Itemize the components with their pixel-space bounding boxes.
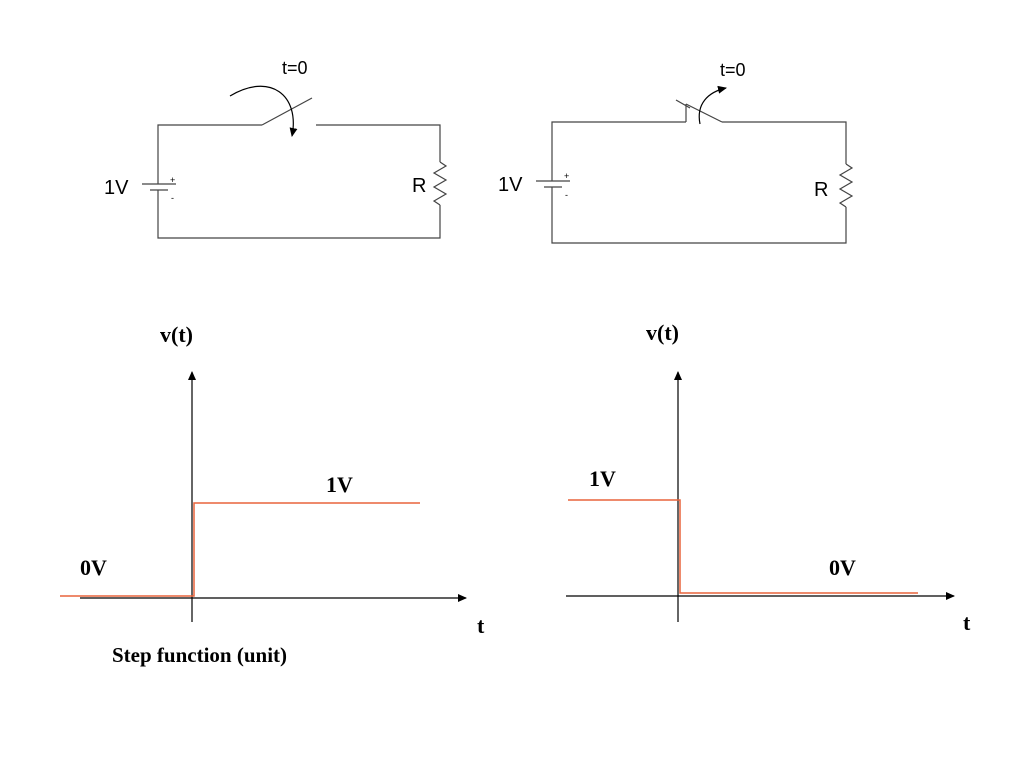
left-wire-top-left — [157, 124, 262, 170]
right-graph — [566, 371, 955, 622]
right-graph-low-label: 0V — [829, 555, 856, 580]
right-resistor — [838, 163, 854, 208]
right-resistor-label: R — [814, 179, 828, 201]
left-resistor — [432, 161, 448, 206]
left-battery-plus: + — [170, 175, 175, 185]
right-circuit — [536, 85, 854, 244]
left-wire-bottom — [157, 195, 441, 239]
right-battery-minus: - — [565, 190, 568, 200]
right-battery-plus: + — [564, 171, 569, 181]
left-circuit — [142, 85, 448, 239]
left-resistor-label: R — [412, 175, 426, 197]
left-switch-label: t=0 — [282, 58, 308, 78]
right-battery-label: 1V — [498, 174, 523, 196]
right-wire-top-right — [722, 121, 847, 164]
left-graph-low-label: 0V — [80, 555, 107, 580]
left-wire-top-right — [316, 124, 441, 162]
right-graph-ylabel: v(t) — [646, 320, 679, 345]
right-switch-blade — [685, 103, 723, 123]
left-battery-label: 1V — [104, 177, 129, 199]
right-wire-bottom — [551, 193, 847, 244]
left-graph-high-label: 1V — [326, 472, 353, 497]
right-switch-arrow — [698, 85, 727, 125]
left-step-signal — [60, 502, 420, 597]
left-battery-minus: - — [171, 193, 174, 203]
right-step-signal — [568, 499, 918, 594]
right-switch-label: t=0 — [720, 60, 746, 80]
right-wire-top-left — [551, 121, 686, 168]
right-graph-xlabel: t — [963, 610, 971, 635]
right-graph-high-label: 1V — [589, 466, 616, 491]
left-graph-caption: Step function (unit) — [112, 643, 287, 667]
left-switch-blade — [261, 97, 313, 126]
right-switch-tick — [675, 99, 691, 109]
left-graph-xlabel: t — [477, 613, 485, 638]
left-graph — [60, 371, 467, 622]
left-graph-ylabel: v(t) — [160, 322, 193, 347]
left-switch-arrow — [229, 85, 298, 137]
